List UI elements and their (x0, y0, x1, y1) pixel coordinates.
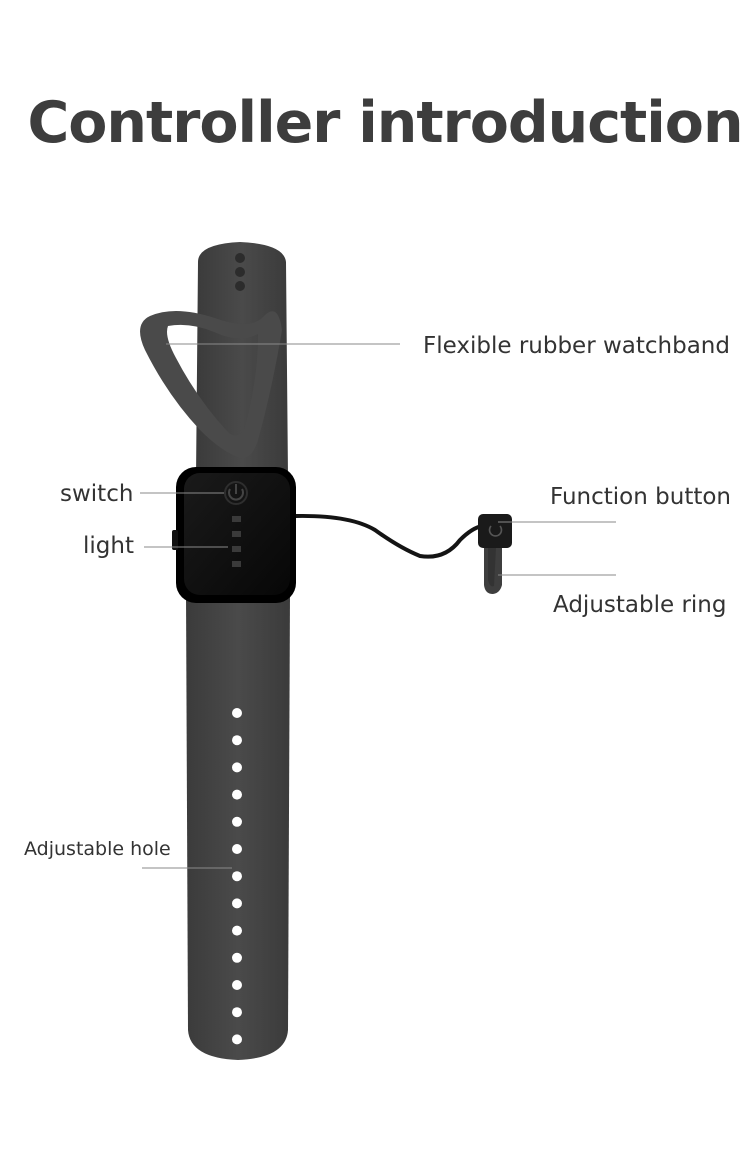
strap-hole (232, 952, 242, 963)
function-button-icon (488, 525, 503, 537)
upper-strap (196, 242, 288, 478)
indicator-light (232, 531, 241, 537)
leader-lines (140, 343, 616, 869)
label-flexible-rubber-watchband: Flexible rubber watchband (423, 333, 730, 359)
indicator-light (232, 561, 241, 567)
label-function-button: Function button (550, 484, 732, 510)
page-title: Controller introduction (27, 90, 743, 156)
flexible-rubber-loop (140, 310, 282, 459)
strap-hole (232, 735, 242, 746)
label-adjustable-ring: Adjustable ring (553, 592, 727, 618)
strap-hole (232, 1034, 242, 1045)
function-button-assembly (478, 514, 512, 594)
adjustable-holes (232, 708, 242, 1045)
indicator-light (232, 516, 241, 522)
strap-hole (232, 708, 242, 718)
strap-pins (235, 253, 245, 291)
strap-hole (232, 898, 242, 909)
label-switch: switch (60, 481, 134, 507)
label-adjustable-hole: Adjustable hole (24, 838, 171, 860)
strap-hole (232, 1007, 242, 1018)
strap-hole (232, 925, 242, 936)
cable (294, 513, 484, 559)
strap-hole (232, 762, 242, 773)
strap-hole (232, 816, 242, 827)
indicator-light (232, 546, 241, 552)
label-light: light (83, 533, 134, 559)
strap-hole (232, 789, 242, 800)
strap-hole (232, 980, 242, 990)
indicator-lights (232, 516, 241, 567)
function-button-body (478, 514, 512, 548)
strap-hole (232, 844, 242, 854)
strap-hole (232, 871, 242, 882)
power-switch-icon (224, 481, 248, 505)
